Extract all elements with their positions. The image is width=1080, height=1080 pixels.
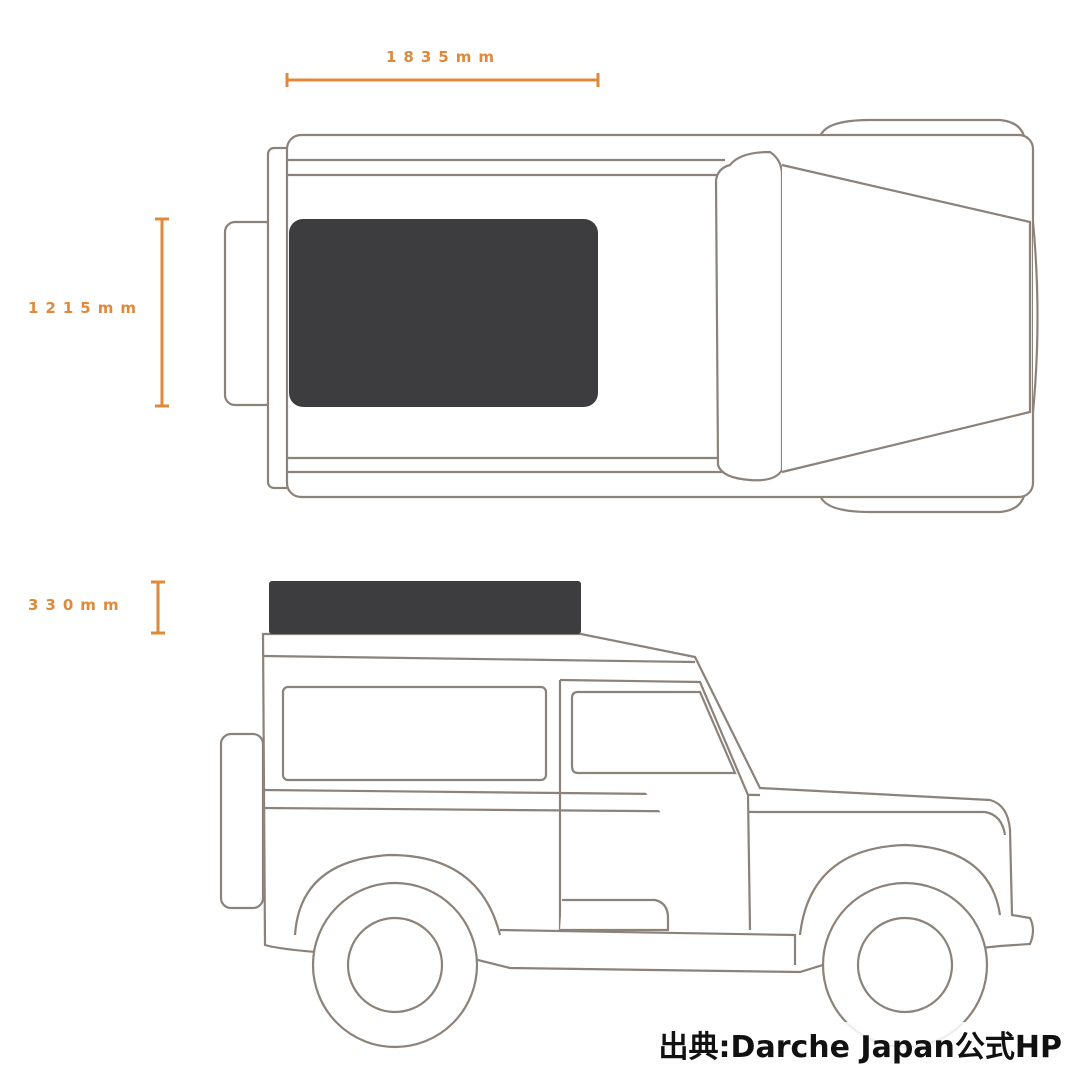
length-label: 1835mm: [386, 48, 502, 66]
rear-side-window: [281, 685, 548, 782]
height-label: 330mm: [28, 596, 126, 614]
tent-top: [289, 219, 598, 407]
side-view: [219, 581, 1035, 1049]
tent-side: [269, 581, 581, 634]
dimension-lines: [151, 73, 600, 635]
length-dimension-line: [285, 73, 600, 87]
door-window: [570, 690, 737, 775]
hood: [781, 163, 1032, 474]
source-credit: 出典:Darche Japan公式HP: [654, 1022, 1066, 1066]
height-dimension-line: [151, 580, 165, 635]
width-label: 1215mm: [28, 299, 144, 317]
top-view: [223, 118, 1039, 514]
side-spare-wheel: [219, 732, 265, 910]
width-dimension-line: [155, 217, 169, 408]
windshield: [714, 150, 784, 482]
